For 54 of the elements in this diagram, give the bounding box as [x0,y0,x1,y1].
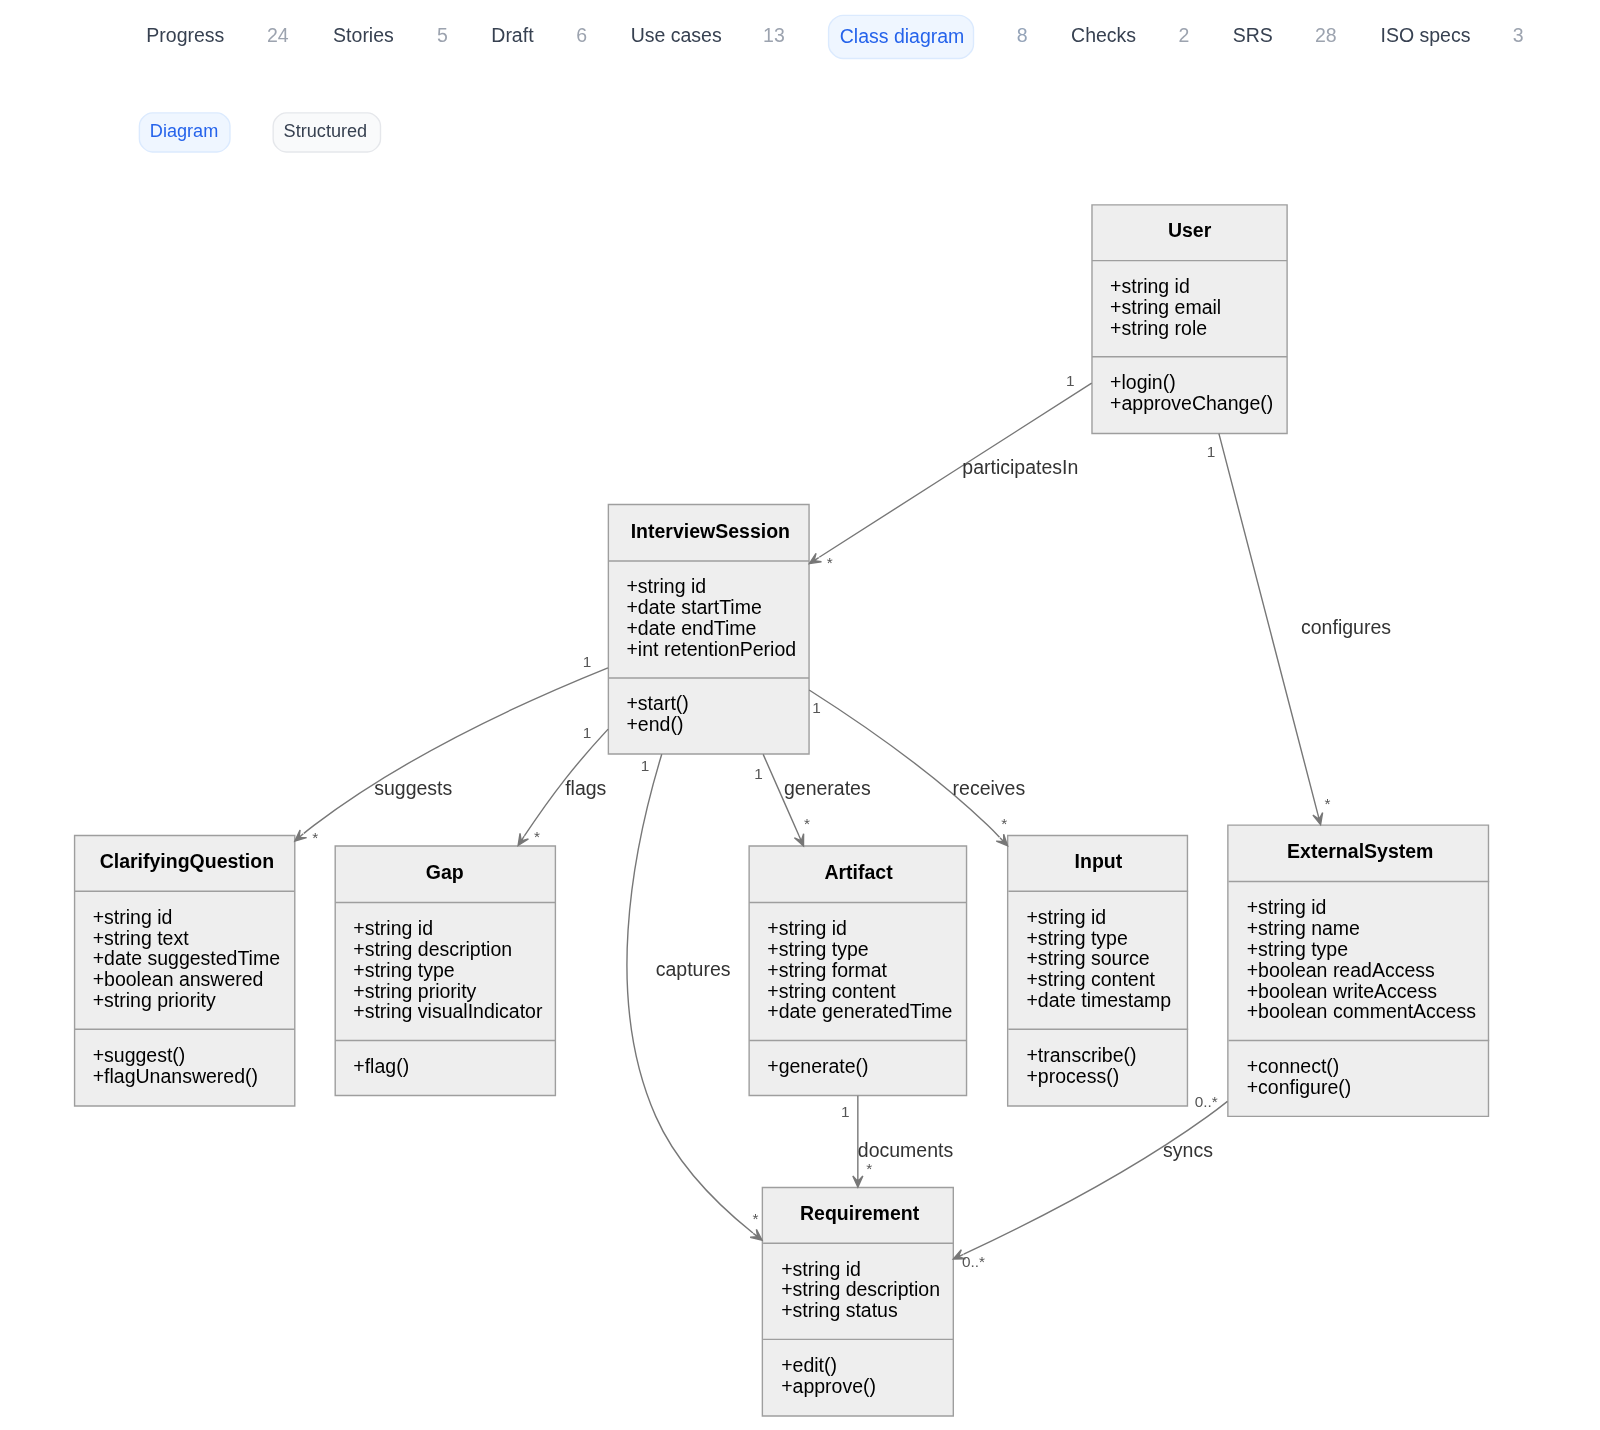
label: Class diagram [839,24,965,47]
label: 1 [754,764,763,782]
label: 6 [576,24,588,47]
label: Stories [333,24,394,47]
label: Use cases [630,24,722,47]
label: 28 [1314,24,1337,47]
label: 1 [1065,372,1075,390]
label: 0..* [1194,1092,1218,1110]
edge-label: documents [857,1139,954,1162]
edge-label: configures [1301,616,1392,639]
arrow [517,728,609,847]
label: 2 [1178,24,1190,47]
label: * [866,1159,873,1177]
arrow [1218,432,1324,826]
arrow [808,689,1009,847]
label: Draft [491,24,534,47]
arrow [808,382,1093,565]
label: 13 [763,24,785,47]
arrow [626,753,763,1241]
arrow [952,1100,1229,1260]
label: SRS [1232,24,1273,47]
label: * [1324,795,1331,813]
label: 24 [266,24,289,47]
label: * [752,1210,759,1228]
edge-label: participatesIn [962,456,1079,479]
edge-label: generates [783,776,871,799]
label: Structured [283,121,368,142]
label: 1 [582,653,592,671]
label: 1 [582,723,592,741]
label: Progress [146,24,225,47]
label: 1 [840,1102,850,1120]
edge-label: receives [952,776,1026,799]
label: * [1001,815,1008,833]
label: 1 [640,757,650,775]
label: 5 [436,24,448,47]
label: 1 [812,699,821,717]
edge-label: flags [565,776,607,799]
label: * [804,815,811,833]
edge-label: captures [655,957,731,980]
label: * [534,827,541,845]
label: Checks [1071,24,1137,47]
edge-label: suggests [374,776,453,799]
label: * [312,828,319,846]
edge-label: syncs [1163,1139,1213,1162]
arrow [294,667,609,842]
arrow [762,753,805,847]
label: 8 [1016,24,1028,47]
label: Diagram [149,121,219,142]
label: 0..* [962,1252,986,1270]
label: 1 [1206,443,1216,461]
label: * [826,554,833,572]
label: 3 [1512,24,1524,47]
arrow [852,1095,864,1188]
label: ISO specs [1380,24,1471,47]
